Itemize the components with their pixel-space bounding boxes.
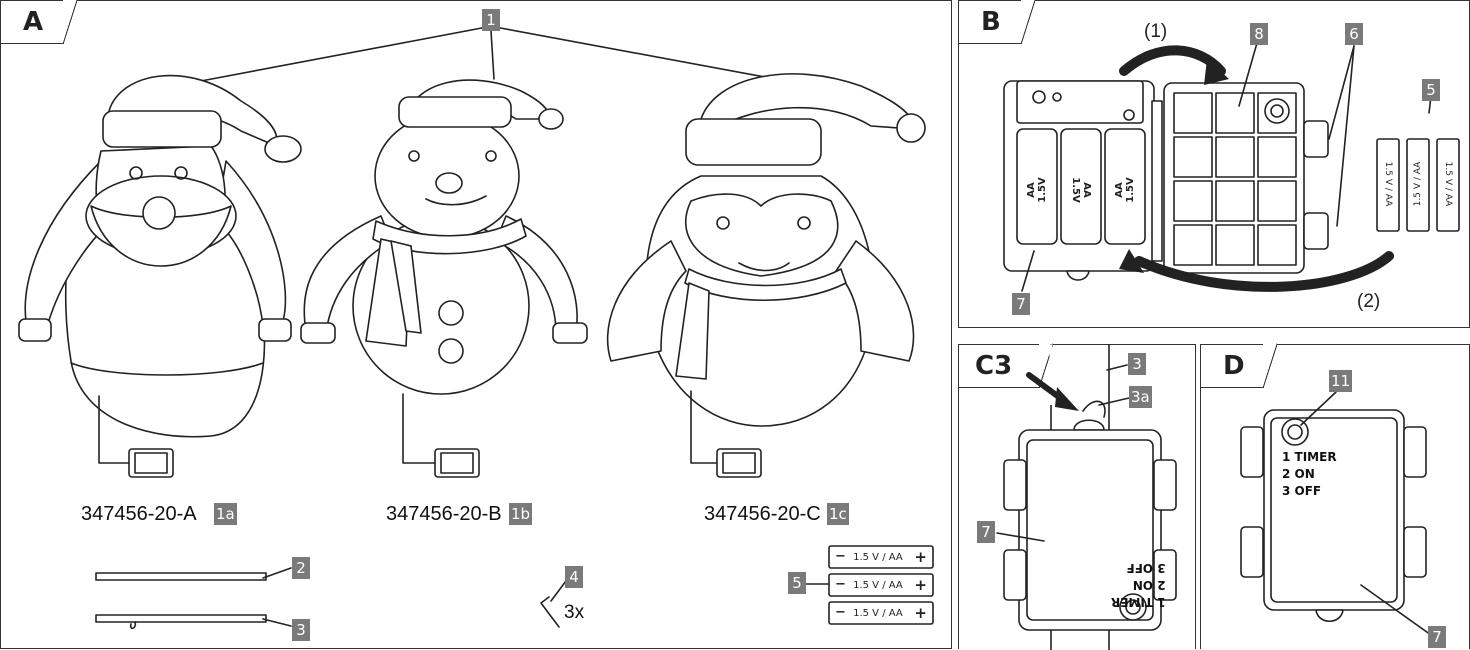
callout-5-a: 5 bbox=[788, 572, 806, 594]
callout-1c: 1c bbox=[827, 503, 849, 525]
switch-mode-3-c3: 3 OFF bbox=[1126, 561, 1166, 575]
stake-3-drawing bbox=[95, 614, 267, 623]
callout-5-b: 5 bbox=[1422, 79, 1440, 101]
leader-1-snowman bbox=[490, 30, 495, 80]
panel-c3-drawing bbox=[996, 344, 1177, 650]
stake-count: 3x bbox=[564, 602, 585, 623]
panel-c3: C3 1 TIMER 2 ON 3 OFF 3 3a 7 bbox=[958, 343, 1196, 650]
panel-a: A bbox=[0, 0, 952, 649]
switch-mode-3-d: 3 OFF bbox=[1282, 484, 1322, 498]
battery-box-front bbox=[1018, 429, 1162, 631]
battery-a-2-label: 1.5 V / AA bbox=[853, 580, 903, 591]
santa-figure bbox=[18, 74, 302, 478]
switch-legend-d: 1 TIMER 2 ON 3 OFF bbox=[1282, 449, 1337, 500]
switch-mode-1-d: 1 TIMER bbox=[1282, 450, 1337, 464]
panel-d-label: D bbox=[1223, 351, 1245, 381]
panel-c3-label: C3 bbox=[975, 351, 1013, 381]
panel-a-tab: A bbox=[0, 0, 77, 44]
callout-2: 2 bbox=[292, 557, 310, 579]
panel-d: D 1 TIMER 2 ON 3 OFF 11 7 bbox=[1200, 343, 1470, 649]
callout-8: 8 bbox=[1250, 23, 1268, 45]
callout-6: 6 bbox=[1345, 23, 1363, 45]
panel-d-drawing bbox=[1240, 391, 1432, 636]
battery-a-1: − 1.5 V / AA + bbox=[835, 548, 927, 566]
stake-3-hook bbox=[129, 621, 137, 630]
panel-b-drawing bbox=[1003, 35, 1460, 292]
switch-mode-1-c3: 1 TIMER bbox=[1111, 595, 1166, 609]
panel-b-tab: B bbox=[958, 0, 1035, 44]
panel-a-drawing bbox=[18, 26, 934, 630]
battery-b-1-label: 1.5 V / AA bbox=[1383, 161, 1393, 207]
battery-b-3-label: 1.5 V / AA bbox=[1443, 161, 1453, 207]
cell-1: AA 1.5V bbox=[1026, 177, 1048, 203]
panel-b: B bbox=[958, 0, 1470, 328]
battery-a-2: − 1.5 V / AA + bbox=[835, 576, 927, 594]
step-2: (2) bbox=[1357, 291, 1381, 312]
callout-3: 3 bbox=[292, 619, 310, 641]
callout-1: 1 bbox=[482, 9, 500, 31]
callout-1a: 1a bbox=[214, 503, 237, 525]
stake-2-drawing bbox=[95, 572, 267, 581]
callout-4: 4 bbox=[565, 566, 583, 588]
model-santa: 347456-20-A bbox=[81, 503, 197, 525]
penguin-figure bbox=[606, 73, 926, 478]
callout-1b: 1b bbox=[509, 503, 533, 525]
callout-7-d: 7 bbox=[1428, 626, 1446, 648]
arrow-close-lid bbox=[1134, 251, 1394, 292]
arrow-open-lid bbox=[1119, 45, 1226, 76]
switch-mode-2-c3: 2 ON bbox=[1132, 578, 1166, 592]
switch-legend-c3: 1 TIMER 2 ON 3 OFF bbox=[1111, 559, 1166, 610]
callout-7-c3: 7 bbox=[977, 521, 995, 543]
panel-a-label: A bbox=[23, 7, 44, 37]
battery-a-3: − 1.5 V / AA + bbox=[835, 604, 927, 622]
cell-3: AA 1.5V bbox=[1114, 177, 1136, 203]
panel-c3-tab: C3 bbox=[958, 343, 1053, 388]
battery-b-2-label: 1.5 V / AA bbox=[1413, 161, 1423, 207]
leader-1-santa bbox=[200, 26, 488, 82]
battery-stack-a bbox=[805, 545, 934, 625]
switch-mode-2-d: 2 ON bbox=[1282, 467, 1315, 481]
callout-11: 11 bbox=[1329, 370, 1353, 392]
battery-a-3-label: 1.5 V / AA bbox=[853, 608, 903, 619]
leader-1-penguin bbox=[494, 26, 787, 82]
panel-b-label: B bbox=[981, 7, 1001, 37]
panel-d-tab: D bbox=[1200, 343, 1277, 388]
callout-3-c3: 3 bbox=[1128, 353, 1146, 375]
hex-key-drawing bbox=[540, 596, 560, 628]
callout-3a: 3a bbox=[1129, 386, 1152, 408]
model-snowman: 347456-20-B bbox=[386, 503, 502, 525]
battery-a-1-label: 1.5 V / AA bbox=[853, 552, 903, 563]
cell-2: AA 1.5V bbox=[1070, 177, 1092, 203]
callout-7-b: 7 bbox=[1012, 293, 1030, 315]
step-1: (1) bbox=[1144, 21, 1168, 42]
snowman-figure bbox=[300, 79, 588, 478]
model-penguin: 347456-20-C bbox=[704, 503, 821, 525]
